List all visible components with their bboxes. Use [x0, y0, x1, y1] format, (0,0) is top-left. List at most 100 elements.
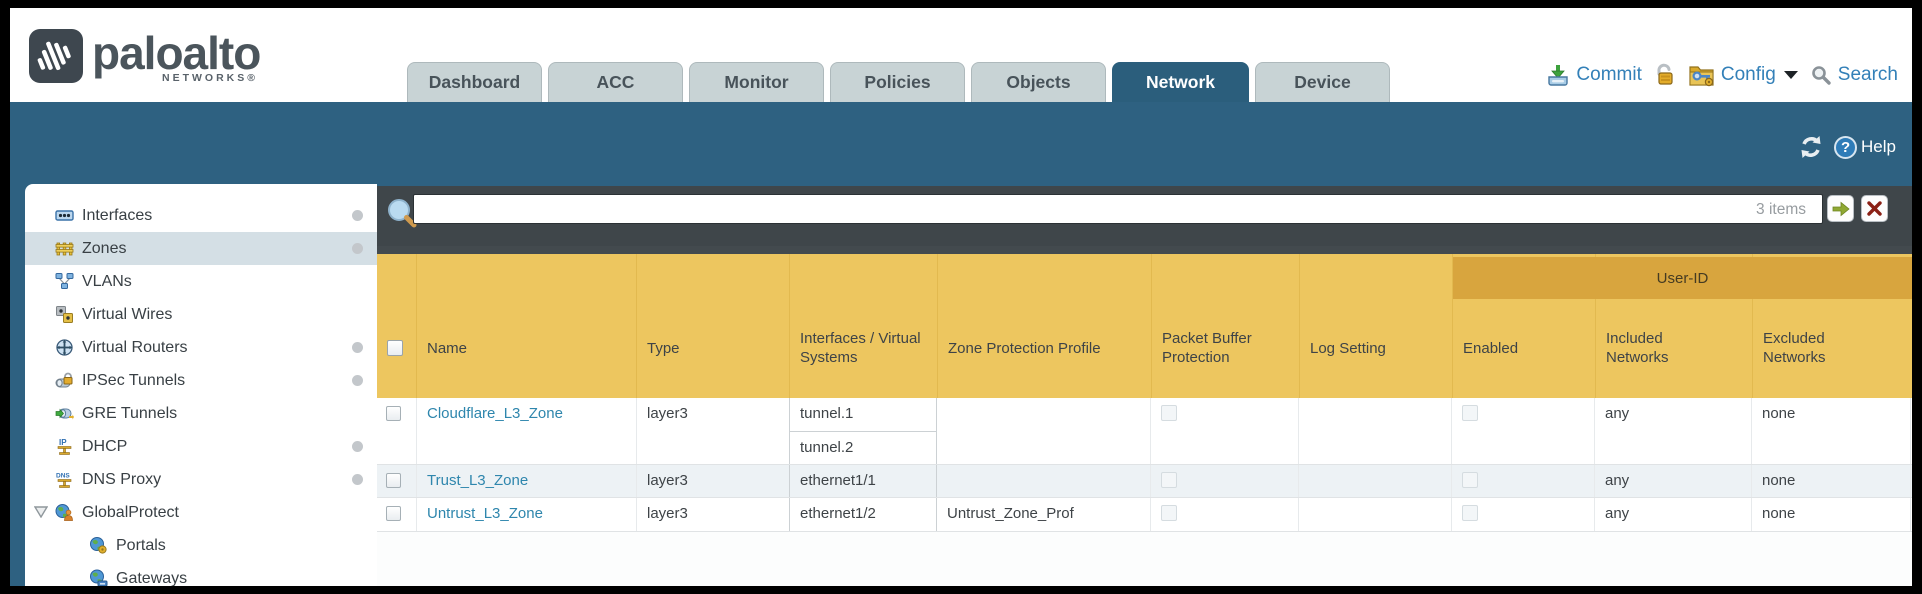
col-label: Excluded Networks: [1763, 330, 1826, 366]
search-icon: [1811, 65, 1831, 85]
col-label: Included Networks: [1606, 330, 1669, 366]
status-dot: [352, 441, 363, 452]
enabled-checkbox[interactable]: [1462, 505, 1478, 521]
enabled-checkbox[interactable]: [1462, 472, 1478, 488]
expander-icon[interactable]: [34, 506, 48, 518]
sidebar-item-ipsec-tunnels[interactable]: IPSec Tunnels: [25, 364, 377, 397]
dns-proxy-icon: DNS: [56, 473, 72, 488]
lock-icon[interactable]: [1654, 63, 1676, 87]
select-all-cell: [377, 254, 417, 398]
zone-type-cell: layer3: [637, 398, 790, 464]
svg-text:DNS: DNS: [56, 473, 70, 480]
sidebar-item-label: Gateways: [116, 569, 188, 587]
tab-device[interactable]: Device: [1255, 62, 1390, 102]
sidebar-item-portals[interactable]: Portals: [25, 529, 377, 562]
included-networks-cell: any: [1595, 398, 1752, 464]
tab-monitor[interactable]: Monitor: [689, 62, 824, 102]
row-checkbox[interactable]: [386, 406, 401, 421]
table-row: Untrust_L3_Zone layer3 ethernet1/2 Untru…: [377, 498, 1912, 532]
col-name[interactable]: Name: [417, 254, 637, 398]
status-dot: [352, 243, 363, 254]
sidebar-item-dns-proxy[interactable]: DNS DNS Proxy: [25, 463, 377, 496]
interfaces-cell: tunnel.1 tunnel.2: [789, 398, 937, 464]
filter-input[interactable]: [413, 194, 1823, 224]
packet-buffer-checkbox[interactable]: [1161, 505, 1177, 521]
sidebar-item-label: Portals: [116, 536, 166, 554]
config-menu[interactable]: Config: [1688, 62, 1798, 87]
sidebar-item-interfaces[interactable]: Interfaces: [25, 199, 377, 232]
help-label: Help: [1861, 137, 1896, 156]
clear-filter-button[interactable]: [1861, 195, 1888, 222]
sidebar-item-label: Interfaces: [82, 206, 153, 224]
select-all-checkbox[interactable]: [387, 340, 403, 356]
config-label: Config: [1720, 63, 1776, 85]
sidebar-item-virtual-wires[interactable]: Virtual Wires: [25, 298, 377, 331]
row-checkbox[interactable]: [386, 473, 401, 488]
col-log-setting[interactable]: Log Setting: [1300, 254, 1453, 398]
interface-entry: tunnel.2: [790, 431, 936, 465]
tab-dashboard[interactable]: Dashboard: [407, 62, 542, 102]
sidebar-item-virtual-routers[interactable]: Virtual Routers: [25, 331, 377, 364]
table-row: Cloudflare_L3_Zone layer3 tunnel.1 tunne…: [377, 398, 1912, 465]
items-count: 3 items: [1756, 201, 1806, 218]
col-zone-protection-profile[interactable]: Zone Protection Profile: [938, 254, 1152, 398]
col-excluded-networks[interactable]: Excluded Networks: [1753, 254, 1912, 398]
paloalto-logo: paloalto: [28, 27, 261, 84]
packet-buffer-cell: [1151, 398, 1299, 464]
commit-label: Commit: [1576, 63, 1642, 85]
zone-protection-cell: Untrust_Zone_Prof: [937, 498, 1151, 531]
sidebar-item-vlans[interactable]: VLANs: [25, 265, 377, 298]
tab-objects[interactable]: Objects: [971, 62, 1106, 102]
user-id-enabled-cell: [1452, 465, 1595, 497]
help-button[interactable]: ? Help: [1834, 135, 1896, 159]
sidebar-item-gateways[interactable]: Gateways: [25, 562, 377, 586]
tab-network[interactable]: Network: [1112, 62, 1249, 102]
zones-table: User-ID Name Type Interfaces / Virtual S…: [377, 246, 1912, 532]
sidebar-item-label: GRE Tunnels: [82, 404, 178, 422]
col-enabled[interactable]: Enabled: [1453, 254, 1596, 398]
zone-name-link[interactable]: Cloudflare_L3_Zone: [427, 405, 563, 422]
vlans-icon: [55, 273, 74, 289]
commit-icon: [1548, 64, 1569, 86]
search-button[interactable]: Search: [1810, 64, 1898, 86]
brand-wordmark: paloalto: [92, 27, 261, 79]
excluded-networks-cell: none: [1752, 498, 1911, 531]
packet-buffer-checkbox[interactable]: [1161, 405, 1177, 421]
refresh-icon[interactable]: [1798, 134, 1824, 160]
zone-name-link[interactable]: Untrust_L3_Zone: [427, 505, 543, 522]
interface-entry: ethernet1/1: [800, 472, 876, 489]
col-interfaces[interactable]: Interfaces / Virtual Systems: [790, 254, 938, 398]
zone-name-cell: Cloudflare_L3_Zone: [417, 398, 637, 464]
commit-button[interactable]: Commit: [1546, 63, 1642, 87]
main-panel: 3 items User-ID Name Type Interfaces: [377, 186, 1912, 586]
filter-search-icon[interactable]: [385, 196, 419, 232]
packet-buffer-checkbox[interactable]: [1161, 472, 1177, 488]
chevron-down-icon: [1783, 70, 1798, 79]
sidebar-item-dhcp[interactable]: IP DHCP: [25, 430, 377, 463]
zone-name-link[interactable]: Trust_L3_Zone: [427, 472, 529, 489]
col-packet-buffer-protection[interactable]: Packet Buffer Protection: [1152, 254, 1300, 398]
top-header: paloalto NETWORKS® Dashboard ACC Monitor…: [10, 8, 1912, 102]
col-type[interactable]: Type: [637, 254, 790, 398]
band-icons: ? Help: [1798, 134, 1896, 160]
virtual-wires-icon: [56, 306, 73, 323]
apply-filter-button[interactable]: [1827, 195, 1854, 222]
dhcp-icon: IP: [57, 438, 72, 455]
table-header: User-ID Name Type Interfaces / Virtual S…: [377, 246, 1912, 398]
header-actions: Commit Config: [1546, 62, 1898, 87]
globalprotect-icon: [55, 504, 73, 521]
tab-policies[interactable]: Policies: [830, 62, 965, 102]
enabled-checkbox[interactable]: [1462, 405, 1478, 421]
main-tabs: Dashboard ACC Monitor Policies Objects N…: [407, 62, 1390, 102]
sidebar-item-gre-tunnels[interactable]: GRE Tunnels: [25, 397, 377, 430]
status-dot: [352, 210, 363, 221]
tab-acc[interactable]: ACC: [548, 62, 683, 102]
col-included-networks[interactable]: Included Networks: [1596, 254, 1753, 398]
row-checkbox[interactable]: [386, 506, 401, 521]
log-setting-cell: [1299, 465, 1452, 497]
sidebar-item-globalprotect[interactable]: GlobalProtect: [25, 496, 377, 529]
sidebar-item-zones[interactable]: Zones: [25, 232, 377, 265]
interface-entry: ethernet1/2: [800, 505, 876, 522]
sidebar-item-label: Zones: [82, 239, 127, 257]
